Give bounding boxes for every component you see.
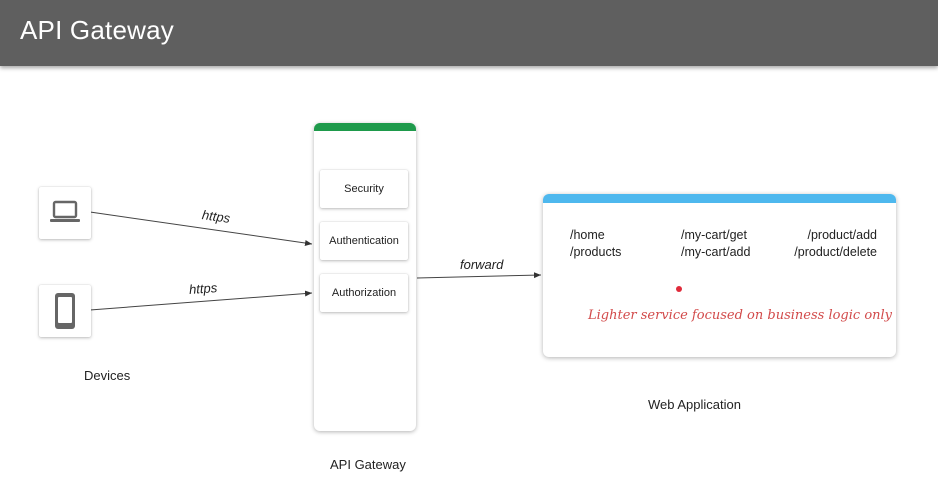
phone-icon — [55, 293, 75, 329]
gateway-to-webapp-arrow — [416, 272, 542, 279]
laptop-device[interactable] — [39, 187, 91, 239]
phone-device[interactable] — [39, 285, 91, 337]
gateway-accent-bar — [314, 123, 416, 131]
route-item: /product/add — [807, 228, 878, 242]
phone-to-gateway-arrow — [89, 290, 313, 311]
forward-label: forward — [460, 257, 504, 272]
route-item: /product/delete — [794, 245, 877, 259]
route-item: /my-cart/get — [681, 228, 747, 242]
route-item: /home — [570, 228, 605, 242]
slide-header: API Gateway — [0, 0, 938, 66]
route-item: /my-cart/add — [681, 245, 751, 259]
slide-title: API Gateway — [20, 15, 174, 45]
gateway-item-authorization[interactable]: Authorization — [320, 274, 408, 312]
gateway-label: API Gateway — [330, 457, 406, 472]
cursor-dot — [676, 286, 682, 292]
gateway-item-authentication[interactable]: Authentication — [320, 222, 408, 260]
webapp-accent-bar — [543, 194, 896, 203]
gateway-item-security[interactable]: Security — [320, 170, 408, 208]
devices-label: Devices — [84, 368, 131, 383]
laptop-icon — [50, 200, 80, 222]
web-application-box[interactable]: /home /products /my-cart/get /my-cart/ad… — [543, 194, 896, 357]
api-gateway-box[interactable]: Security Authentication Authorization — [314, 123, 416, 431]
laptop-to-gateway-arrow — [89, 211, 313, 246]
route-item: /products — [570, 245, 622, 259]
business-logic-note: Lighter service focused on business logi… — [588, 308, 893, 323]
webapp-label: Web Application — [648, 397, 741, 412]
